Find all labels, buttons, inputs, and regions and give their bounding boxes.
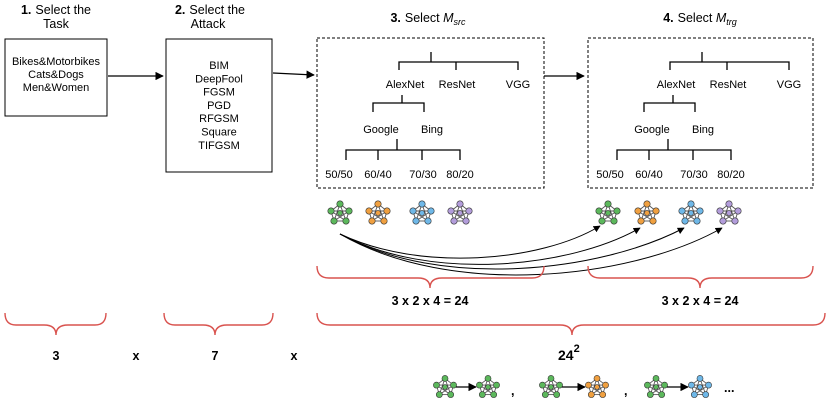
tree-edge [643,95,696,112]
step2-title: 2.Select the [175,3,245,17]
split-label: 70/30 [680,169,708,181]
trg-selection-box [587,37,814,189]
attack-brace [163,312,274,336]
network-icon [716,200,742,225]
architecture-label: ResNet [439,79,476,91]
src-model-tree: AlexNet ResNet VGG Google Bing 50/50 60/40 70/3… [325,52,530,181]
attack-option: PGD [207,100,231,112]
image-source-label: Bing [692,124,714,136]
network-icon [687,374,713,399]
architecture-label: VGG [777,79,801,91]
task-option: Bikes&Motorbikes [12,56,101,68]
arrow-attack-to-src [272,70,315,79]
trg-model-tree: AlexNet ResNet VGG Google Bing 50/50 60/40 70/3… [596,52,801,181]
task-box [4,38,108,117]
attack-box [165,38,273,173]
transfer-arrows [339,225,723,276]
split-label: 50/50 [325,169,353,181]
architecture-label: AlexNet [657,79,696,91]
trg-network-icons [595,200,742,225]
step3-title: 3.Select Msrc [390,11,466,27]
network-icon [447,200,473,225]
transfer-arrow-1 [339,225,601,259]
network-icon [409,200,435,225]
split-label: 60/40 [635,169,663,181]
task-option: Cats&Dogs [28,69,84,81]
tree-edge [616,139,732,160]
architecture-label: ResNet [710,79,747,91]
network-icon [538,374,564,399]
pair-separator-1: , [511,384,514,398]
transfer-arrow-3 [339,227,685,270]
image-source-label: Google [363,124,398,136]
step1-title-line2: Task [43,17,69,31]
network-icon [584,374,610,399]
network-icon [634,200,660,225]
split-label: 50/50 [596,169,624,181]
trg-count-equation: 3 x 2 x 4 = 24 [662,294,739,308]
split-label: 80/20 [446,169,474,181]
network-icon [595,200,621,225]
pairs-ellipsis: ... [724,381,734,395]
attack-option: FGSM [203,87,235,99]
attack-option: BIM [209,60,229,72]
transfer-arrow-2 [339,227,641,265]
network-icon [327,200,353,225]
architecture-label: VGG [506,79,530,91]
step4-title: 4.Select Mtrg [663,11,737,27]
task-brace [4,312,107,336]
example-model-pairs [432,374,713,399]
image-source-label: Google [634,124,669,136]
attack-option: RFGSM [199,113,239,125]
tree-edge [372,95,425,112]
models-brace [316,312,826,336]
split-label: 60/40 [364,169,392,181]
network-icon [475,374,501,399]
network-icon [365,200,391,225]
step2-title-line2: Attack [191,17,226,31]
image-source-label: Bing [421,124,443,136]
network-icon [643,374,669,399]
tree-edge [669,52,790,70]
src-network-icons [327,200,473,225]
split-label: 70/30 [409,169,437,181]
src-selection-box [316,37,545,189]
network-icon [678,200,704,225]
attack-option: DeepFool [195,73,243,85]
src-brace [316,265,545,289]
tree-edge [345,139,461,160]
src-count-equation: 3 x 2 x 4 = 24 [392,294,469,308]
times-sign-1: x [133,349,140,363]
tree-edge [398,52,519,70]
pair-separator-2: , [624,384,627,398]
architecture-label: AlexNet [386,79,425,91]
attack-option: TIFGSM [198,140,240,152]
task-count: 3 [53,349,60,363]
step1-title: 1.Select the [21,3,91,17]
times-sign-2: x [291,349,298,363]
task-option: Men&Women [23,82,89,94]
pairs-count: 242 [558,343,580,363]
trg-brace [587,265,814,289]
attack-count: 7 [212,349,219,363]
attack-option: Square [201,127,236,139]
transfer-arrow-4 [339,227,723,276]
network-icon [432,374,458,399]
split-label: 80/20 [717,169,745,181]
